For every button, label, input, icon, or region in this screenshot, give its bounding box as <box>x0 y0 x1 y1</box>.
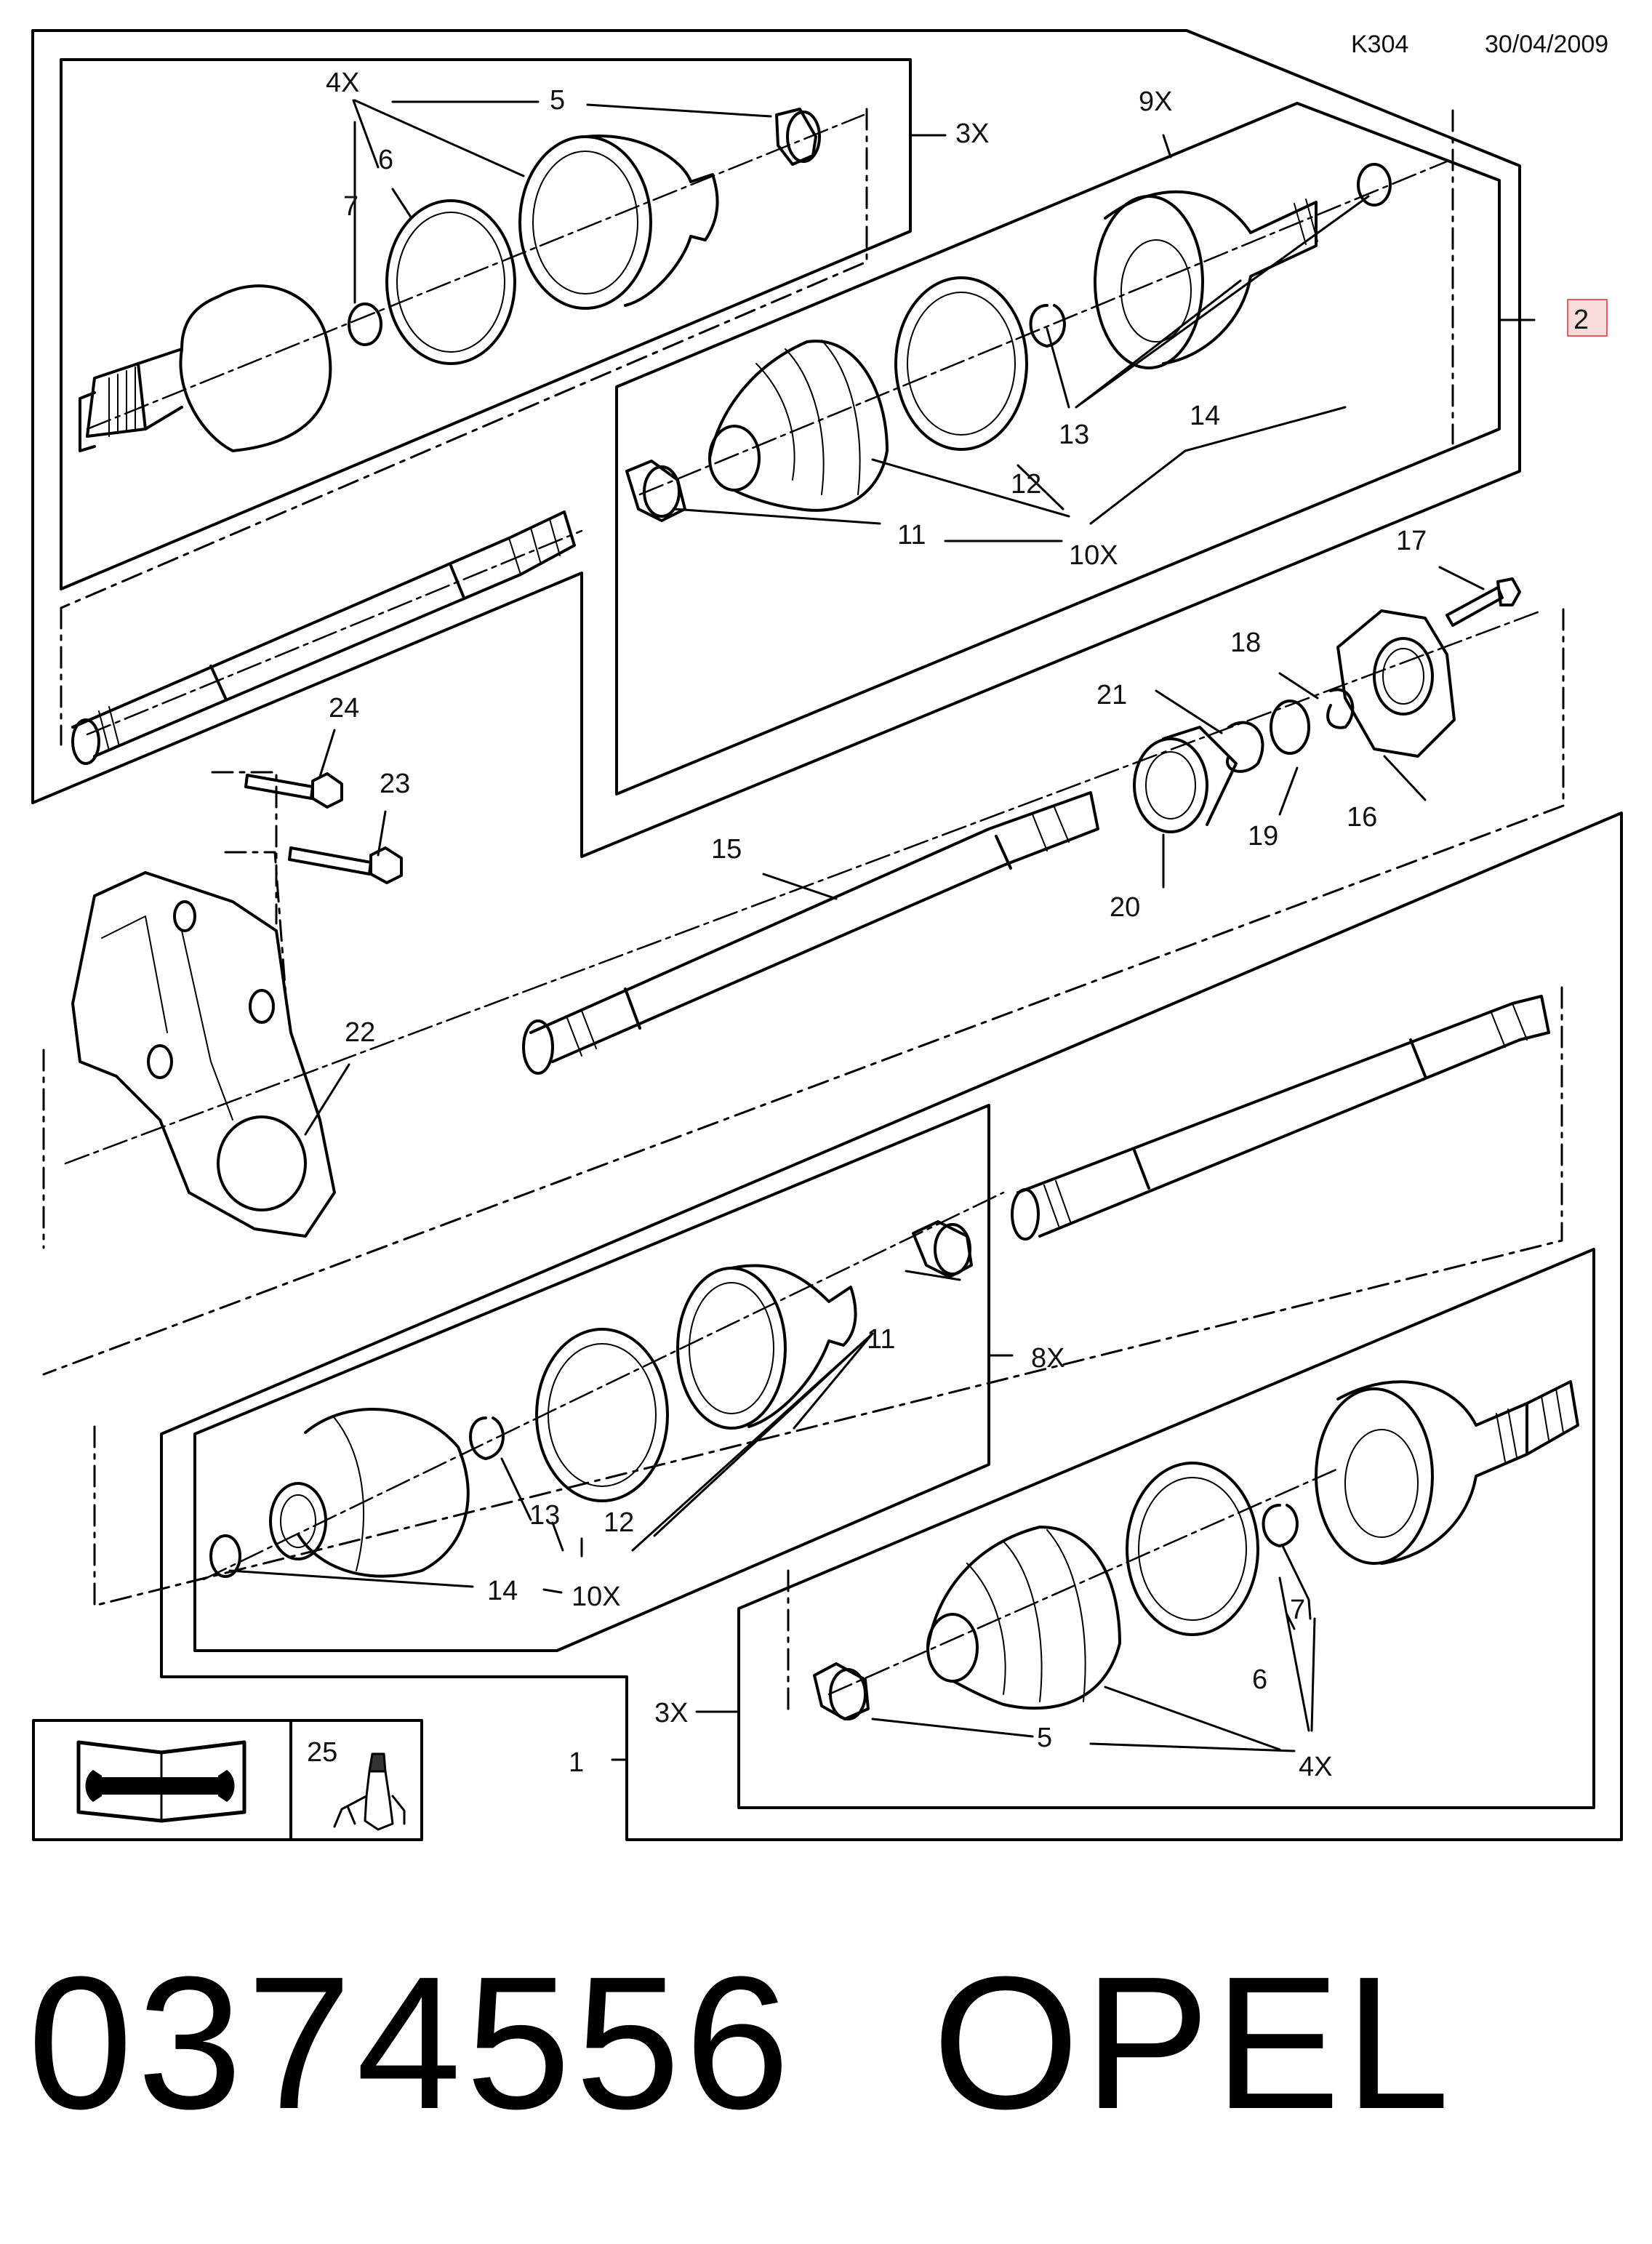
o-ring-19 <box>1270 700 1310 755</box>
support-bracket-22 <box>71 871 336 1238</box>
frame-outer-top <box>31 29 1521 858</box>
label-11-bot: 11 <box>867 1324 895 1355</box>
label-11-top: 11 <box>897 520 926 550</box>
grease-tube-icon <box>333 1752 406 1831</box>
label-23: 23 <box>380 769 410 799</box>
circlip-7-top <box>348 302 382 346</box>
label-25: 25 <box>307 1737 337 1768</box>
snap-ring-18 <box>1326 688 1355 729</box>
snap-ring-21 <box>1226 721 1264 773</box>
inner-joint-mid <box>269 1408 470 1578</box>
legend-panel: 25 <box>32 1719 423 1841</box>
label-1: 1 <box>569 1747 584 1778</box>
label-9x: 9X <box>1139 87 1172 117</box>
shaft-top <box>71 510 576 765</box>
shaft-bottom <box>1011 995 1550 1241</box>
label-8x: 8X <box>1031 1343 1064 1374</box>
label-14-top: 14 <box>1190 401 1220 431</box>
manual-wrench-book-icon <box>76 1740 246 1823</box>
clamp-6-bot <box>1126 1462 1259 1636</box>
label-14-bot: 14 <box>487 1576 518 1606</box>
exploded-parts-diagram: 4X 5 3X 6 7 9X 13 14 12 11 10X 17 18 21 … <box>31 29 1623 1841</box>
label-5-top: 5 <box>550 85 565 116</box>
label-12-bot: 12 <box>604 1507 634 1538</box>
label-7-bot: 7 <box>1290 1595 1305 1625</box>
circlip-7-bot <box>1262 1504 1299 1547</box>
circlip-13-bot <box>469 1416 505 1460</box>
bearing-housing-16 <box>1336 609 1456 758</box>
clamp-5-bot <box>813 1662 870 1720</box>
frame-top-left-kit <box>60 58 912 590</box>
bearing-20 <box>1133 726 1238 833</box>
bolt-17 <box>1446 577 1521 627</box>
circlip-14-top <box>1357 163 1392 207</box>
label-17: 17 <box>1396 526 1427 556</box>
label-24: 24 <box>329 693 359 724</box>
leader-lines <box>228 99 1536 1761</box>
label-10x-top: 10X <box>1069 540 1118 571</box>
boot-mid <box>676 1264 857 1430</box>
label-3x-bot: 3X <box>654 1698 688 1728</box>
outer-cv-joint-top <box>79 284 332 452</box>
circlip-13-top <box>1029 304 1066 348</box>
boot-bottom <box>926 1526 1121 1710</box>
part-brand: OPEL <box>932 1938 1454 2149</box>
label-5-bot: 5 <box>1037 1723 1052 1753</box>
intermediate-shaft-15 <box>522 791 1099 1075</box>
inner-tripod-joint-upper <box>1094 190 1318 369</box>
axis-lines <box>64 113 1543 1696</box>
label-6-top: 6 <box>378 145 393 175</box>
diagram-code: K304 <box>1351 31 1409 58</box>
clamp-12-bot <box>535 1328 669 1502</box>
label-4x-bot: 4X <box>1299 1752 1332 1782</box>
label-18: 18 <box>1230 628 1261 658</box>
part-number: 0374556 <box>28 1938 795 2149</box>
diagram-date: 30/04/2009 <box>1485 31 1609 58</box>
label-6-bot: 6 <box>1252 1664 1267 1695</box>
label-16: 16 <box>1347 802 1377 833</box>
frame-bottom-right-kit <box>737 1248 1595 1809</box>
outer-joint-bottom <box>1315 1380 1579 1565</box>
label-13-top: 13 <box>1059 420 1089 450</box>
boot-upper <box>708 340 889 512</box>
label-4x-top: 4X <box>326 68 359 98</box>
label-21: 21 <box>1096 680 1127 710</box>
clamp-12-top <box>894 276 1028 451</box>
frame-mid-kit <box>193 1104 990 1652</box>
label-3x-top: 3X <box>955 119 989 149</box>
dashed-guides <box>42 108 1565 1713</box>
clamp-11-top <box>625 460 686 522</box>
highlight-box-2 <box>1567 299 1608 337</box>
label-7-top: 7 <box>343 191 358 222</box>
label-22: 22 <box>345 1017 375 1048</box>
frame-upper-right-assembly <box>615 102 1501 796</box>
label-13-bot: 13 <box>529 1500 560 1531</box>
label-2: 2 <box>1573 305 1589 335</box>
bolt-24 <box>244 772 343 809</box>
frame-outer-bottom <box>160 812 1623 1841</box>
label-15: 15 <box>711 834 742 865</box>
label-19: 19 <box>1248 821 1278 851</box>
label-10x-bot: 10X <box>572 1582 621 1612</box>
bolt-23 <box>288 846 403 884</box>
boot-top <box>518 134 719 310</box>
clamp-11-bot <box>912 1220 973 1278</box>
label-20: 20 <box>1110 892 1140 923</box>
clamp-6-top <box>385 199 516 365</box>
circlip-14-bot <box>209 1534 241 1578</box>
label-12-top: 12 <box>1011 469 1041 500</box>
